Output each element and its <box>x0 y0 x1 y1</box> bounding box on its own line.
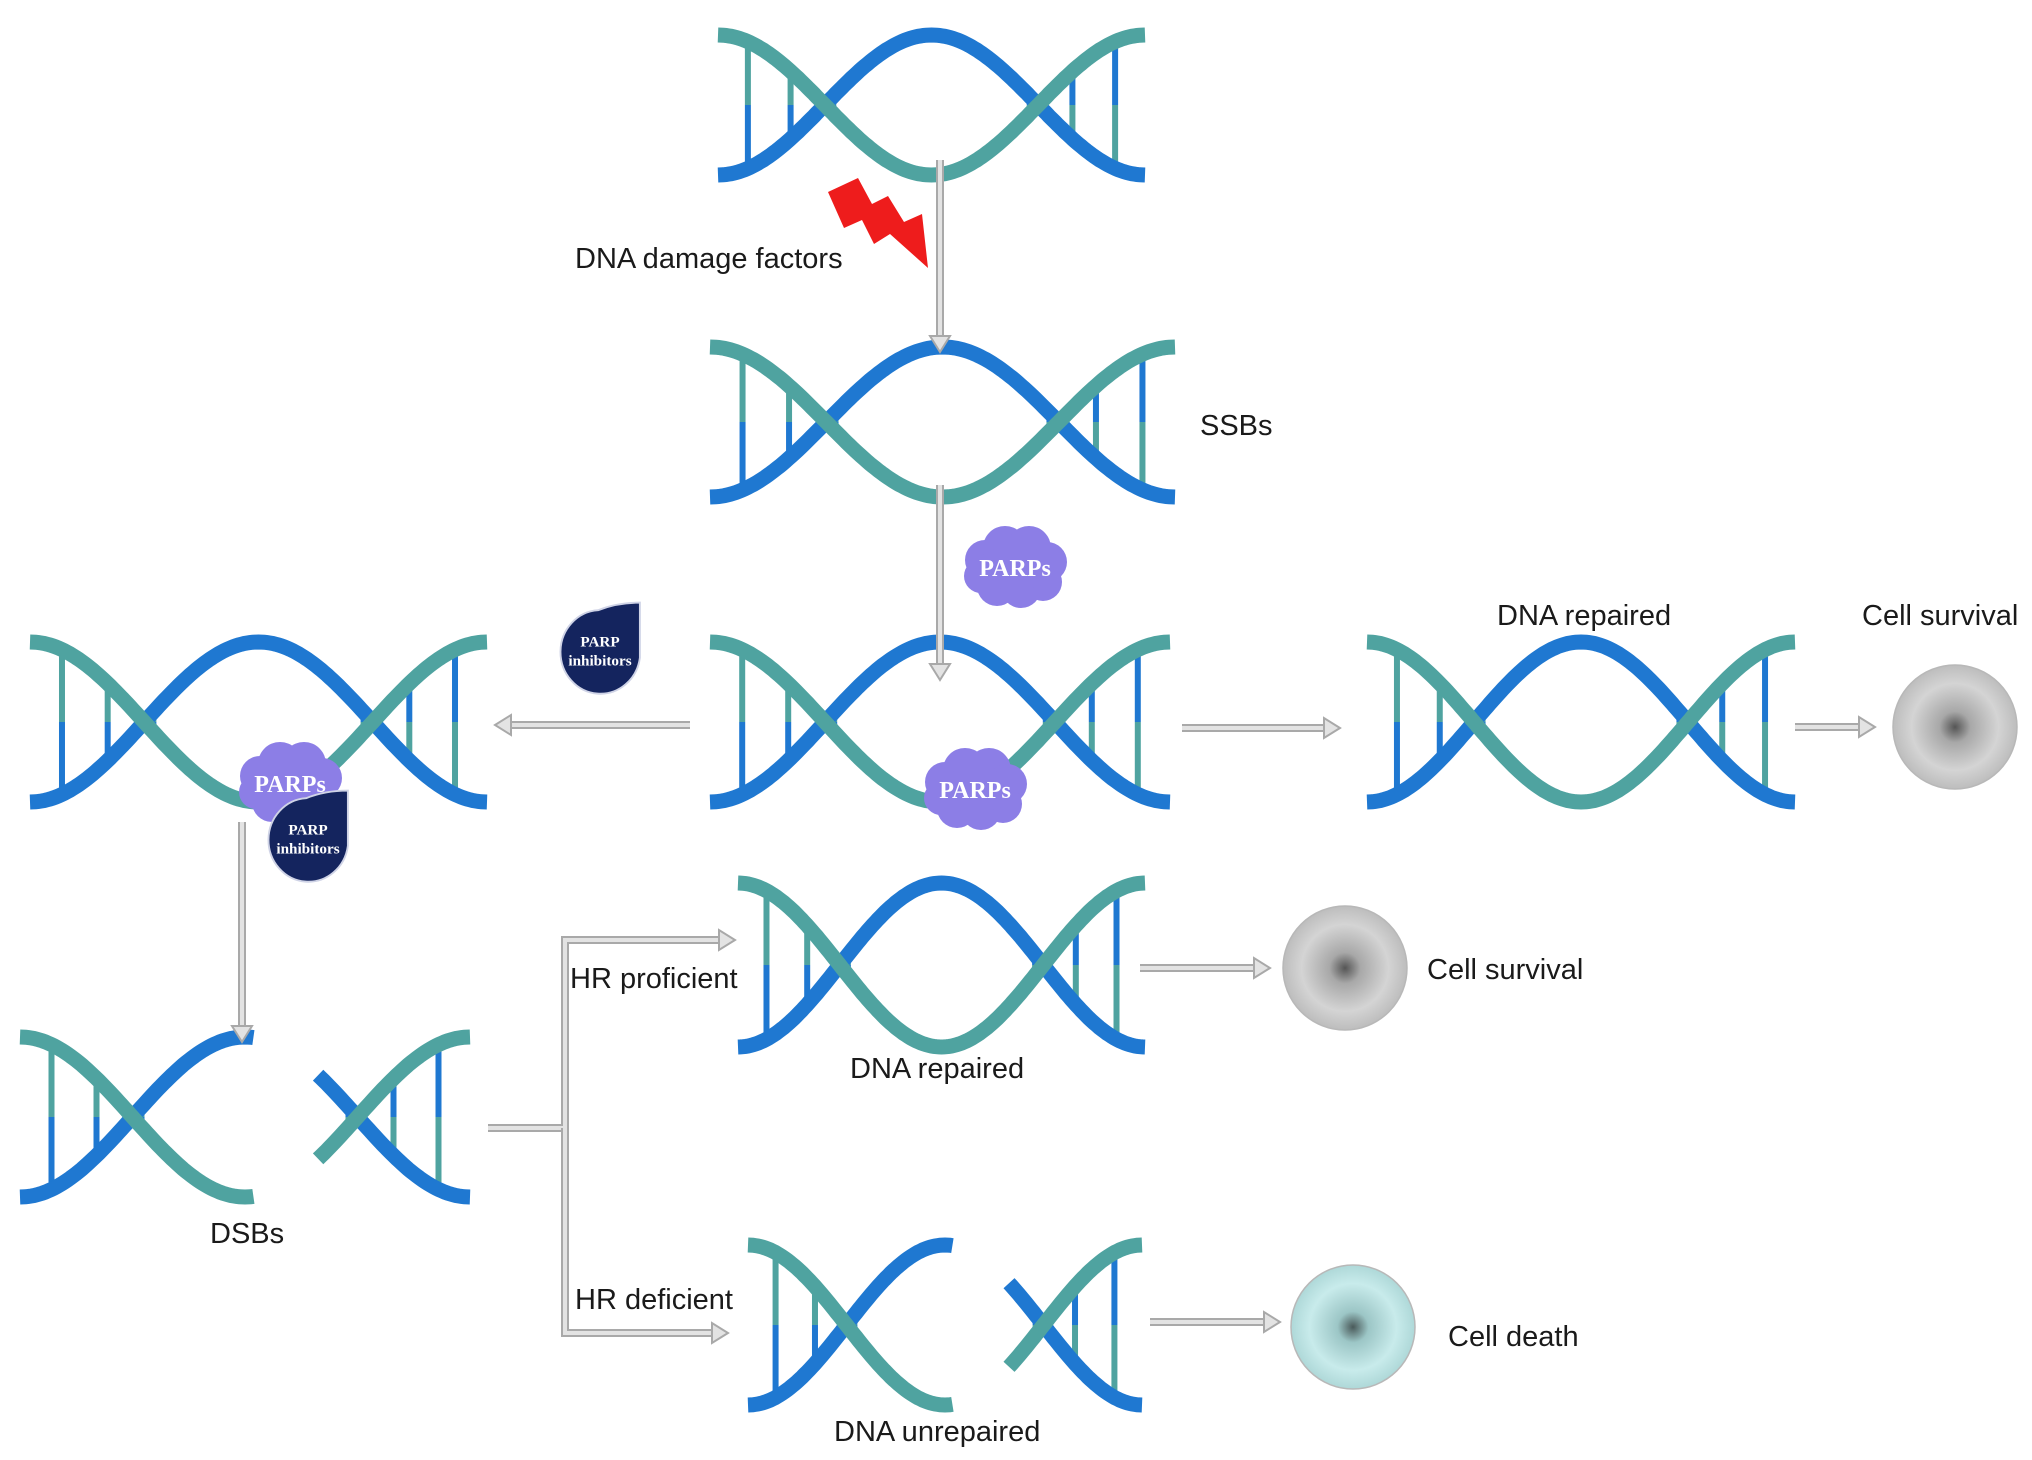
dna-helix-ssbs <box>709 339 1176 505</box>
arrow-head <box>493 713 512 737</box>
cell-survival-mid-icon <box>1282 905 1408 1031</box>
dna-strand-blue <box>717 27 1146 183</box>
dna-strand-teal <box>19 1029 255 1205</box>
badge-group: PARPsPARPsPARPsPARPinhibitorsPARPinhibit… <box>239 178 2018 1390</box>
dna-strand-teal <box>737 875 1146 1055</box>
arrow-to-dna-repaired-top <box>1182 716 1342 740</box>
dna-helix-repaired-mid <box>737 875 1146 1055</box>
arrow-to-cell-survival-mid <box>1140 956 1272 980</box>
dna-strand-blue <box>1366 634 1796 810</box>
arrow-head <box>1263 1310 1282 1334</box>
arrow-head <box>230 1025 254 1044</box>
label-dna-repaired-mid: DNA repaired <box>850 1053 1025 1085</box>
label-dna-damage-factors: DNA damage factors <box>575 243 843 275</box>
arrow-damage-to-ssbs <box>928 160 952 354</box>
parps-text: PARPs <box>254 772 326 798</box>
cloud-core <box>975 546 1055 590</box>
label-hr-deficient: HR deficient <box>575 1284 733 1316</box>
arrow-head <box>928 335 952 354</box>
inhibitor-text-line2: inhibitors <box>276 840 339 857</box>
dna-strand-teal <box>312 1029 471 1165</box>
parps-text: PARPs <box>939 778 1011 804</box>
arrow-group <box>230 160 1877 1345</box>
label-dsbs: DSBs <box>210 1218 285 1250</box>
label-dna-unrepaired: DNA unrepaired <box>834 1416 1041 1448</box>
arrow-head <box>1323 716 1342 740</box>
arrow-head <box>1858 715 1877 739</box>
arrow-to-inhibitor-trapping <box>493 713 690 737</box>
dna-helix-unrepaired <box>747 1237 1143 1413</box>
parp-inhibitor-badge: PARP inhibitors <box>267 789 349 883</box>
arrow-to-cell-death <box>1150 1310 1282 1334</box>
label-cell-death: Cell death <box>1448 1321 1579 1353</box>
inhibitor-text-line1: PARP <box>288 821 327 838</box>
parps-text: PARPs <box>979 556 1051 582</box>
parp-inhibitor-badge: PARP inhibitors <box>559 601 641 695</box>
dna-strand-teal <box>717 27 1146 183</box>
cell-survival-top-icon <box>1892 664 2018 790</box>
dna-helix-repaired-top <box>1366 634 1796 810</box>
inhibitor-drop-shape <box>267 789 349 883</box>
cloud-core <box>935 768 1015 812</box>
inhibitor-drop-shape <box>559 601 641 695</box>
dna-strand-teal <box>747 1237 954 1413</box>
arrow-shaft <box>488 938 719 1130</box>
arrow-head <box>718 928 737 952</box>
arrow-shaft <box>563 1128 712 1335</box>
arrow-ssbs-to-parps <box>928 485 952 682</box>
label-hr-proficient: HR proficient <box>570 963 738 995</box>
arrow-dsbs-to-hr-deficient <box>561 1128 730 1345</box>
dna-strand-blue <box>1003 1278 1143 1413</box>
label-ssbs: SSBs <box>1200 410 1273 442</box>
arrow-head <box>928 663 952 682</box>
arrow-head <box>1253 956 1272 980</box>
label-dna-repaired-top: DNA repaired <box>1497 600 1672 632</box>
dna-helix-group <box>19 27 1796 1413</box>
arrow-trapped-to-dsbs <box>230 822 254 1044</box>
inhibitor-text-line1: PARP <box>580 633 619 650</box>
dna-strand-blue <box>29 634 488 810</box>
lightning-bolt-icon <box>828 178 928 268</box>
parps-enzyme-badge: PARPs <box>964 526 1067 608</box>
dna-helix-intact-top <box>717 27 1146 183</box>
cloud-core <box>250 762 330 806</box>
dna-strand-teal <box>1366 634 1796 810</box>
dna-strand-blue <box>737 875 1146 1055</box>
cell-death-icon <box>1290 1264 1416 1390</box>
dna-strand-blue <box>312 1069 471 1205</box>
label-cell-survival-mid: Cell survival <box>1427 954 1584 986</box>
dna-strand-teal <box>1003 1237 1143 1372</box>
dna-helix-dsbs <box>19 1029 471 1205</box>
label-cell-survival-top: Cell survival <box>1862 600 2019 632</box>
arrow-to-cell-survival-top <box>1795 715 1877 739</box>
arrow-dsbs-to-hr-proficient <box>488 928 737 1132</box>
parps-enzyme-badge: PARPs <box>924 748 1027 830</box>
arrow-head <box>711 1321 730 1345</box>
inhibitor-text-line2: inhibitors <box>568 652 631 669</box>
